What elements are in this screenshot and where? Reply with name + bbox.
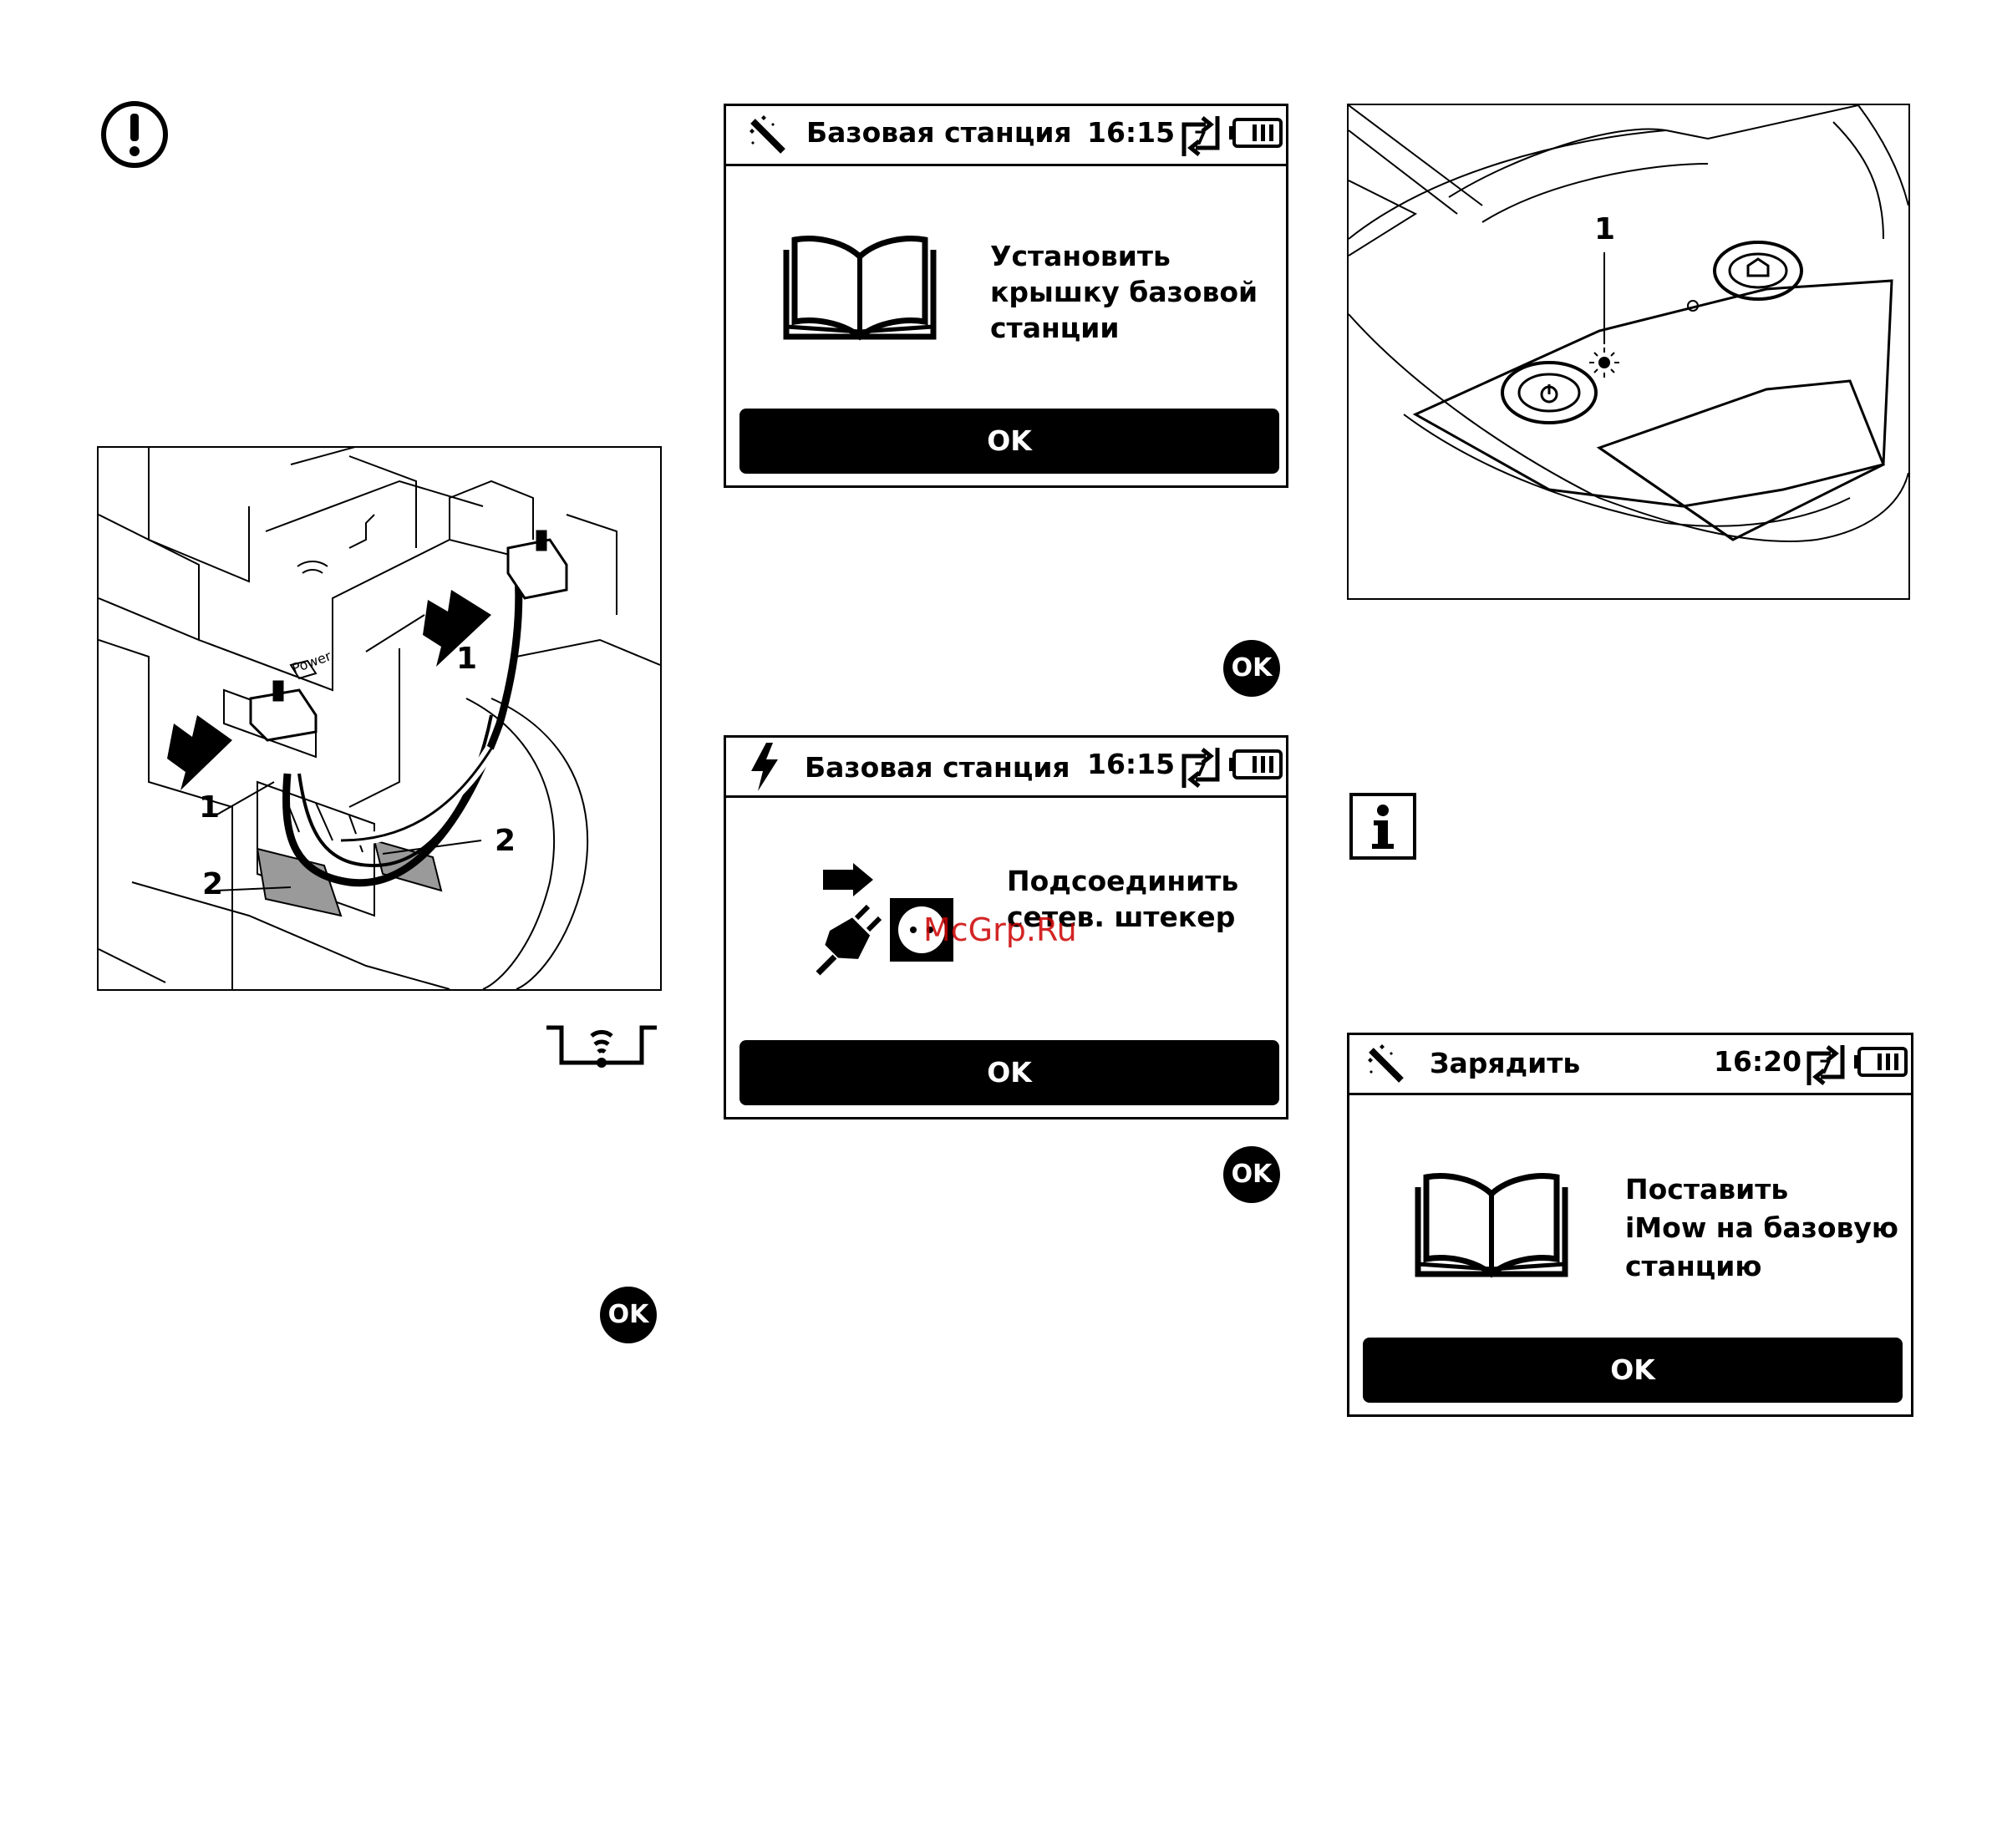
screen-title: Базовая станция — [805, 751, 1070, 784]
svg-text:7: 7 — [1819, 1058, 1832, 1079]
callout-1-lower: 1 — [199, 790, 220, 825]
watermark: McGrp.Ru — [923, 911, 1077, 948]
display-screen-charge: Зарядить 16:20 7 Поставить iMow на базов… — [1347, 1033, 1913, 1417]
ok-button[interactable]: OK — [739, 409, 1279, 474]
ok-button-icon[interactable]: OK — [1223, 640, 1280, 697]
screen-title: Зарядить — [1430, 1047, 1580, 1079]
automatic-mode-icon: 7 — [1177, 744, 1224, 791]
exclamation-circle-icon — [99, 99, 170, 170]
callout-1: 1 — [1594, 212, 1615, 246]
info-icon — [1349, 792, 1417, 861]
manual-book-icon — [1415, 1169, 1568, 1279]
screen-header: Базовая станция 16:15 7 — [726, 738, 1286, 798]
ok-button-icon[interactable]: OK — [600, 1287, 657, 1343]
magic-wand-icon — [746, 114, 790, 158]
screen-time: 16:15 — [1087, 748, 1175, 780]
screen-time: 16:20 — [1714, 1045, 1801, 1078]
battery-icon — [1227, 116, 1284, 150]
screen-message: Установить крышку базовой станции — [990, 238, 1258, 346]
power-label: Power — [290, 647, 333, 677]
svg-text:7: 7 — [1194, 129, 1207, 150]
automatic-mode-icon: 7 — [1802, 1042, 1849, 1089]
screen-header: Базовая станция 16:15 7 — [726, 106, 1286, 166]
antenna-signal-icon — [543, 1024, 660, 1071]
lightning-icon — [748, 743, 781, 791]
battery-icon — [1852, 1045, 1909, 1079]
display-screen-plug: Базовая станция 16:15 7 Подсоединить сет… — [724, 735, 1288, 1119]
automatic-mode-icon: 7 — [1177, 113, 1224, 160]
screen-title: Базовая станция — [806, 116, 1072, 149]
callout-2-left: 2 — [202, 867, 223, 901]
mower-control-panel-figure: 1 — [1347, 104, 1910, 600]
svg-text:7: 7 — [1194, 760, 1207, 781]
display-screen-cover: Базовая станция 16:15 7 Установить крышк… — [724, 104, 1288, 488]
callout-2-right: 2 — [495, 824, 516, 858]
screen-header: Зарядить 16:20 7 — [1349, 1035, 1911, 1095]
screen-time: 16:15 — [1087, 116, 1175, 149]
ok-button-icon[interactable]: OK — [1223, 1146, 1280, 1203]
battery-icon — [1227, 748, 1284, 781]
ok-button[interactable]: OK — [739, 1040, 1279, 1105]
magic-wand-icon — [1364, 1043, 1408, 1087]
screen-message: Поставить iMow на базовую станцию — [1625, 1170, 1898, 1286]
base-station-cable-figure: Power — [97, 446, 662, 991]
callout-1-upper: 1 — [456, 642, 477, 676]
ok-button[interactable]: OK — [1363, 1338, 1903, 1403]
manual-book-icon — [783, 231, 937, 342]
